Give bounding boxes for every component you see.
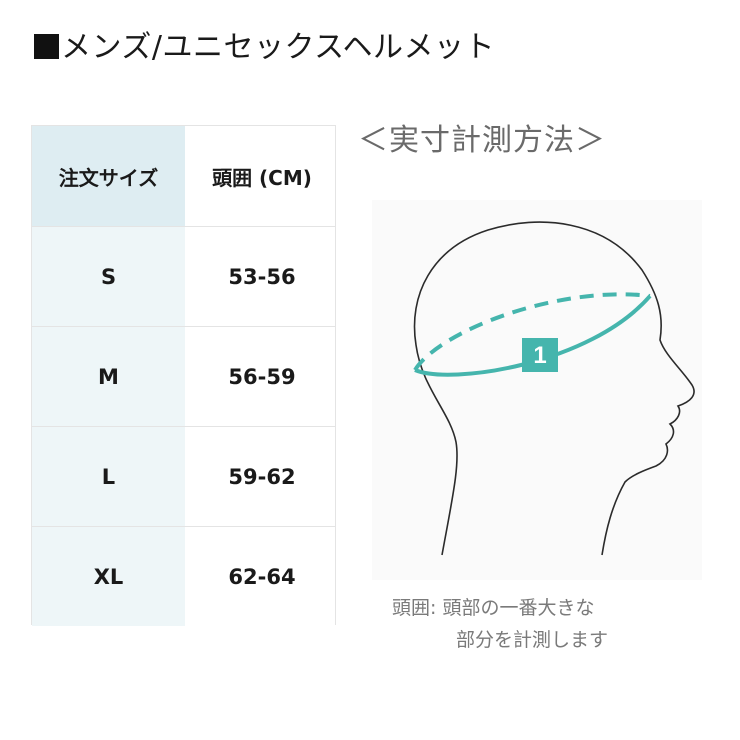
header-order-size: 注文サイズ [32,126,185,226]
head-illustration: 1 [372,200,702,580]
measurement-method-title: ＜実寸計測方法＞ [358,123,606,158]
page-title-text: メンズ/ユニセックスヘルメット [61,30,496,65]
size-cell: S [32,227,185,326]
measure-marker-1: 1 [522,338,558,372]
square-bullet-icon [34,34,59,59]
size-cell: L [32,427,185,526]
head-cell: 53-56 [185,227,335,326]
table-row: XL 62-64 [32,526,335,626]
table-header-row: 注文サイズ 頭囲 (CM) [32,126,335,226]
header-head-circumference: 頭囲 (CM) [185,126,335,226]
head-cell: 62-64 [185,527,335,626]
head-cell: 56-59 [185,327,335,426]
table-row: L 59-62 [32,426,335,526]
measure-band-back [413,292,651,372]
caption-line-1: 頭囲: 頭部の一番大きな [392,597,595,619]
table-row: S 53-56 [32,226,335,326]
size-cell: M [32,327,185,426]
size-cell: XL [32,527,185,626]
head-cell: 59-62 [185,427,335,526]
page-title: メンズ/ユニセックスヘルメット [34,28,495,68]
measurement-caption: 頭囲: 頭部の一番大きな 部分を計測します [392,592,608,656]
caption-line-2: 部分を計測します [456,629,609,651]
table-row: M 56-59 [32,326,335,426]
marker-number: 1 [533,342,546,369]
illustration-background [372,200,702,580]
size-table: 注文サイズ 頭囲 (CM) S 53-56 M 56-59 L 59-62 XL… [31,125,336,626]
